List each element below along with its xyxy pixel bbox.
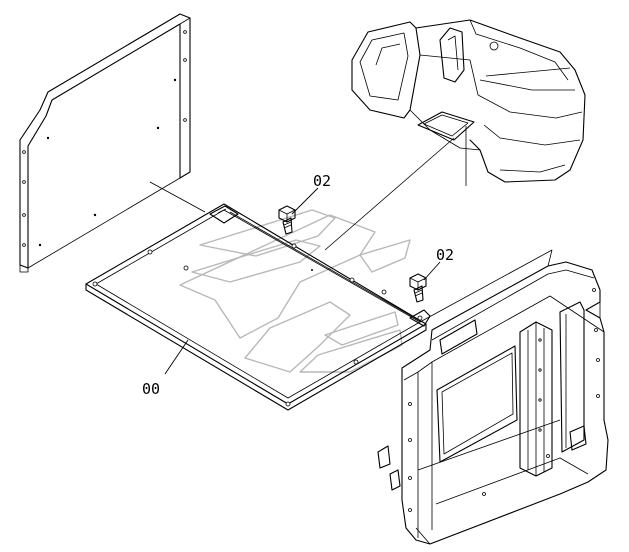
side-panel-right xyxy=(377,249,609,545)
bolt-upper-icon xyxy=(278,205,296,235)
callout-label-bolt-upper: 02 xyxy=(313,172,331,190)
bolt-lower-icon xyxy=(409,273,427,303)
callout-leader-bolt-lower xyxy=(423,261,441,281)
callout-label-bolt-lower: 02 xyxy=(436,246,454,264)
location-leader-line xyxy=(324,137,455,251)
callout-leader-bolt-upper xyxy=(291,187,319,215)
callout-label-tray: 00 xyxy=(142,380,160,398)
callout-leader-tray xyxy=(164,339,189,375)
excavator-icon xyxy=(351,19,586,183)
side-panel-left xyxy=(19,13,206,273)
floor-tray xyxy=(85,203,431,411)
brand-watermark-icon xyxy=(179,209,411,373)
